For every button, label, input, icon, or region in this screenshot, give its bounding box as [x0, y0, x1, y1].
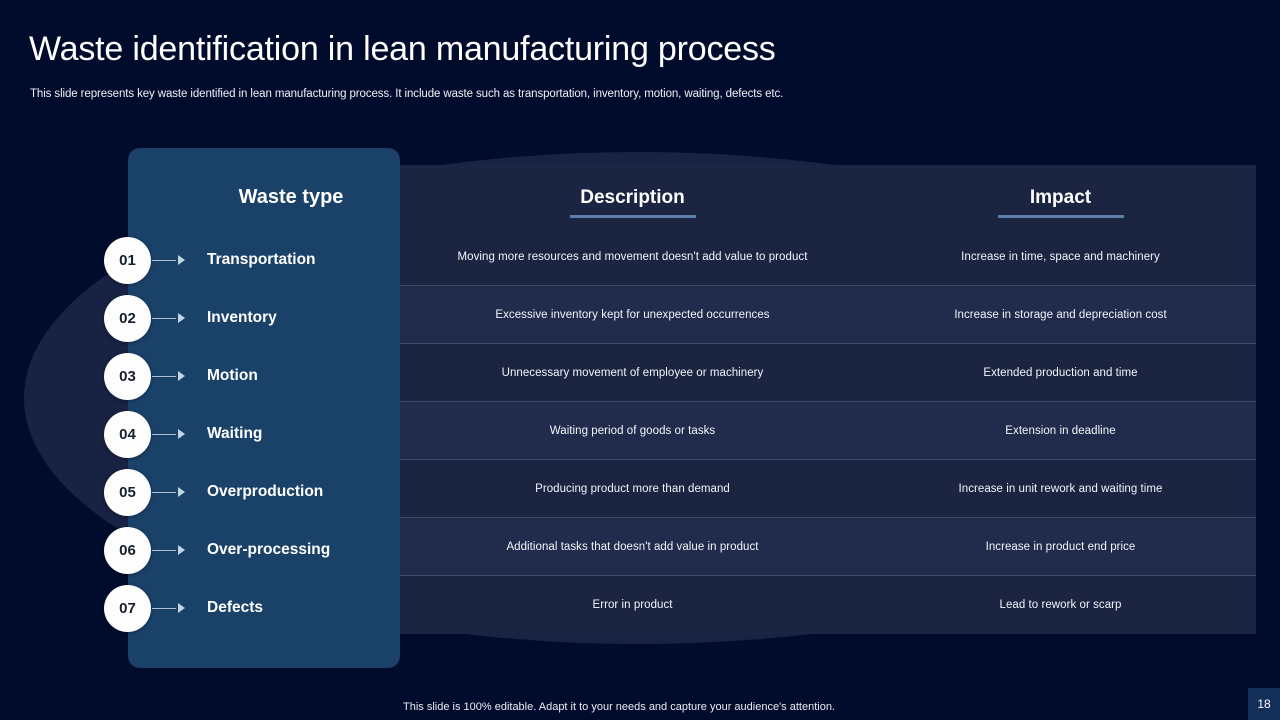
waste-type-heading: Waste type — [238, 186, 344, 208]
table-row[interactable]: Waiting period of goods or tasks Extensi… — [400, 402, 1256, 460]
table-row[interactable]: Additional tasks that doesn't add value … — [400, 518, 1256, 576]
connector-line-icon — [152, 607, 176, 609]
cell-impact: Extension in deadline — [1005, 424, 1116, 437]
waste-type-label: Inventory — [207, 309, 277, 326]
connector-line-icon — [152, 433, 176, 435]
cell-description: Error in product — [592, 599, 673, 611]
list-item[interactable]: 05 Overproduction — [104, 463, 414, 521]
arrow-right-icon — [178, 371, 185, 381]
cell-description: Excessive inventory kept for unexpected … — [495, 308, 770, 321]
step-number-badge: 05 — [104, 468, 151, 516]
waste-type-label: Overproduction — [207, 483, 324, 500]
page-title: Waste identification in lean manufacturi… — [29, 30, 776, 68]
arrow-right-icon — [178, 429, 185, 439]
column-header-label: Description — [580, 187, 685, 208]
waste-type-label: Transportation — [207, 251, 316, 268]
connector-line-icon — [152, 549, 176, 551]
page-number-badge: 18 — [1248, 688, 1280, 720]
cell-description: Additional tasks that doesn't add value … — [506, 540, 759, 553]
list-item[interactable]: 03 Motion — [104, 347, 414, 405]
arrow-right-icon — [178, 603, 185, 613]
waste-type-list: 01 Transportation 02 Inventory 03 Motion… — [104, 231, 414, 637]
step-number-badge: 03 — [104, 352, 151, 400]
column-header-description: Description — [400, 165, 865, 218]
cell-impact: Extended production and time — [983, 366, 1138, 379]
waste-details-table: Description Impact Moving more resources… — [400, 165, 1256, 634]
arrow-right-icon — [178, 545, 185, 555]
list-item[interactable]: 04 Waiting — [104, 405, 414, 463]
page-subtitle: This slide represents key waste identifi… — [30, 88, 784, 100]
table-row[interactable]: Error in product Lead to rework or scarp — [400, 576, 1256, 634]
header-underline — [997, 215, 1124, 218]
step-number-badge: 06 — [104, 526, 151, 574]
connector-line-icon — [152, 375, 176, 377]
list-item[interactable]: 02 Inventory — [104, 289, 414, 347]
table-row[interactable]: Moving more resources and movement doesn… — [400, 228, 1256, 286]
connector-line-icon — [152, 259, 176, 261]
step-number-badge: 07 — [104, 584, 151, 632]
cell-impact: Increase in time, space and machinery — [961, 250, 1160, 263]
list-item[interactable]: 07 Defects — [104, 579, 414, 637]
cell-impact: Increase in unit rework and waiting time — [958, 482, 1163, 495]
connector-line-icon — [152, 491, 176, 493]
cell-description: Producing product more than demand — [535, 482, 730, 495]
cell-impact: Increase in product end price — [985, 540, 1136, 553]
step-number-badge: 01 — [104, 236, 151, 284]
arrow-right-icon — [178, 487, 185, 497]
waste-type-label: Waiting — [207, 425, 263, 442]
column-header-label: Impact — [1029, 187, 1092, 208]
table-row[interactable]: Excessive inventory kept for unexpected … — [400, 286, 1256, 344]
footer-note: This slide is 100% editable. Adapt it to… — [403, 701, 835, 713]
step-number-badge: 02 — [104, 294, 151, 342]
table-row[interactable]: Producing product more than demand Incre… — [400, 460, 1256, 518]
table-header-row: Description Impact — [400, 165, 1256, 228]
waste-type-panel: Waste type — [128, 148, 400, 668]
table-row[interactable]: Unnecessary movement of employee or mach… — [400, 344, 1256, 402]
waste-type-label: Motion — [207, 367, 258, 384]
cell-description: Waiting period of goods or tasks — [549, 424, 716, 437]
header-underline — [569, 215, 696, 218]
column-header-impact: Impact — [865, 165, 1256, 218]
arrow-right-icon — [178, 255, 185, 265]
cell-description: Moving more resources and movement doesn… — [457, 250, 808, 263]
cell-impact: Lead to rework or scarp — [999, 599, 1122, 611]
list-item[interactable]: 06 Over-processing — [104, 521, 414, 579]
list-item[interactable]: 01 Transportation — [104, 231, 414, 289]
cell-impact: Increase in storage and depreciation cos… — [954, 308, 1167, 321]
cell-description: Unnecessary movement of employee or mach… — [501, 366, 764, 379]
waste-type-label: Defects — [207, 599, 263, 616]
step-number-badge: 04 — [104, 410, 151, 458]
connector-line-icon — [152, 317, 176, 319]
waste-type-label: Over-processing — [207, 541, 331, 558]
arrow-right-icon — [178, 313, 185, 323]
